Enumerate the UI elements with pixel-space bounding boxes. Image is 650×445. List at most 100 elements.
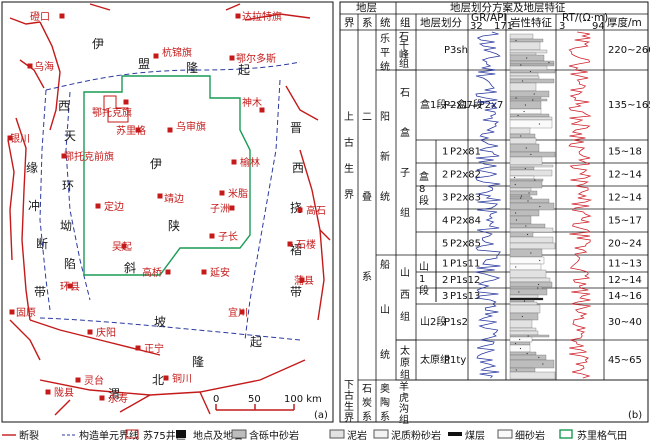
region-char-tianhuan2: 环 bbox=[62, 179, 74, 193]
place-marker-dingbian bbox=[95, 203, 101, 209]
header-rt-min: 3 bbox=[559, 21, 565, 32]
region-char-xiyuan3: 冲 bbox=[28, 198, 40, 213]
place-marker-shilou bbox=[287, 241, 293, 247]
region-char-tianhuan4: 陷 bbox=[64, 256, 76, 271]
row-thickness-r_shan2: 30~40 bbox=[608, 317, 642, 328]
row-thickness-r_he8_1: 15~18 bbox=[608, 147, 642, 158]
region-char-xiyuan2: 缘 bbox=[26, 161, 38, 175]
vertical-labels: 上古生界下古生界二叠系石炭系奥陶系乐平统阳新统船山统石千峰组石盒子组山西组太原组… bbox=[344, 32, 429, 426]
place-name-gaoshi: 高石 bbox=[306, 204, 326, 217]
place-name-yanan: 延安 bbox=[210, 266, 230, 279]
header-jie: 界 bbox=[344, 17, 355, 29]
legend-item-gasfield: 苏里格气田 bbox=[559, 429, 627, 442]
place-marker-gaoshi bbox=[297, 207, 303, 213]
place-marker-yongshou bbox=[99, 395, 105, 401]
legend-symbol-fine_sand bbox=[497, 429, 513, 439]
lithology-column bbox=[509, 33, 556, 380]
scale-tick-100: 100 km bbox=[284, 394, 322, 405]
legend-label-boundary: 构造单元界线 bbox=[79, 429, 139, 442]
place-name-yichuan: 宜川 bbox=[228, 306, 248, 319]
tong-chuanshan: 船山统 bbox=[380, 258, 390, 361]
row-division-r_taiyuan: 太原组 bbox=[420, 353, 450, 366]
place-name-dalate: 达拉特旗 bbox=[242, 10, 282, 23]
legend-symbol-gasfield bbox=[559, 429, 573, 439]
xi-ordovician: 奥陶系 bbox=[380, 382, 390, 423]
row-code-r_he8_5: P2x85 bbox=[450, 239, 481, 250]
place-marker-guyuan bbox=[9, 309, 15, 315]
region-char-xiyuan4: 断 bbox=[36, 236, 48, 251]
legend-label-gasfield: 苏里格气田 bbox=[577, 429, 627, 442]
row-division-r_he1_7: 盒1段—盒7段 bbox=[420, 98, 483, 111]
place-name-lingtai: 灵台 bbox=[84, 374, 104, 387]
fault-lines bbox=[7, 3, 331, 416]
row-code-r_he8_2: P2x82 bbox=[450, 170, 481, 181]
place-name-longxian: 陇县 bbox=[54, 386, 74, 399]
region-char-yishan4: 坡 bbox=[154, 315, 166, 329]
row-division-r_he8_1: 1 bbox=[442, 147, 448, 158]
row-division-r_he8_2: 2 bbox=[442, 170, 448, 181]
zu-shihezi: 石盒子组 bbox=[400, 88, 410, 219]
region-labels: 伊盟隆起西缘冲断带天环坳陷伊陕斜坡晋西挠褶带渭北隆起 bbox=[26, 37, 304, 401]
place-name-huanxian: 环县 bbox=[60, 281, 80, 293]
place-name-tongchuan: 铜川 bbox=[172, 373, 192, 385]
place-name-guyuan: 固原 bbox=[16, 307, 36, 319]
scale-tick-0: 0 bbox=[213, 394, 219, 405]
place-name-shenmu: 神木 bbox=[242, 96, 262, 109]
legend-label-coal: 煤层 bbox=[465, 429, 485, 442]
row-division-r_shan2: 山2段 bbox=[420, 315, 446, 328]
region-char-yimeng2: 盟 bbox=[138, 57, 150, 71]
header-thickness: 厚度/m bbox=[607, 16, 642, 29]
table-grid bbox=[340, 2, 648, 422]
place-marker-longxian bbox=[45, 389, 51, 395]
place-name-jingbian: 靖边 bbox=[164, 192, 184, 205]
map-panel-label: (a) bbox=[314, 410, 328, 421]
legend-symbol-coal bbox=[448, 432, 462, 436]
place-name-gaoqiao: 高桥 bbox=[142, 266, 162, 279]
place-marker-yinchuan bbox=[7, 135, 13, 141]
header-rt-max: 94 bbox=[592, 21, 605, 32]
place-name-shilou: 石楼 bbox=[296, 238, 316, 251]
place-marker-wushen bbox=[167, 127, 173, 133]
region-char-yishan2: 陕 bbox=[168, 218, 180, 233]
header-gr-max: 171 bbox=[494, 21, 513, 32]
row-thickness-r_he8_4: 15~17 bbox=[608, 216, 642, 227]
tong-yangxin: 阳新统 bbox=[380, 111, 390, 203]
place-name-zichang: 子长 bbox=[218, 231, 238, 243]
header-division: 地层划分 bbox=[420, 16, 462, 29]
legend-label-fault: 断裂 bbox=[19, 429, 39, 442]
region-char-xiyuan1: 西 bbox=[58, 99, 70, 113]
place-name-wuqi: 吴起 bbox=[112, 241, 132, 253]
place-marker-zizhou bbox=[229, 205, 235, 211]
place-name-hangjin: 杭锦旗 bbox=[162, 46, 192, 59]
region-char-jinxi1: 晋 bbox=[290, 121, 302, 135]
place-name-puxian: 蒲县 bbox=[294, 274, 314, 287]
place-marker-jingbian bbox=[157, 193, 163, 199]
tong-leping: 乐平统 bbox=[380, 33, 390, 73]
place-name-zizhou: 子洲 bbox=[210, 203, 230, 215]
place-marker-tongchuan bbox=[163, 375, 169, 381]
legend-label-pebbly: 含砾中砂岩 bbox=[249, 429, 299, 442]
place-name-wuhai: 乌海 bbox=[34, 60, 54, 73]
header-gr-min: 32 bbox=[470, 21, 483, 32]
legend-item-pebbly: 含砾中砂岩 bbox=[231, 429, 299, 442]
row-code-r_shan1_3: P1s13 bbox=[450, 291, 480, 302]
row-code-r_he8_1: P2x81 bbox=[450, 147, 481, 158]
zu-taiyuan: 太原组 bbox=[400, 344, 410, 381]
place-name-dingbian: 定边 bbox=[104, 200, 124, 213]
region-char-yishan1: 伊 bbox=[150, 157, 162, 171]
place-name-etuokeqian: 鄂托克前旗 bbox=[64, 150, 114, 163]
scale-bar: 0 50 100 km bbox=[213, 394, 322, 411]
place-marker-gaoqiao bbox=[165, 269, 171, 275]
place-marker-yanan bbox=[201, 269, 207, 275]
legend-item-fault: 断裂 bbox=[2, 429, 39, 442]
scale-tick-50: 50 bbox=[248, 394, 261, 405]
place-marker-mizhi bbox=[219, 190, 225, 196]
place-marker-lingtai bbox=[75, 377, 81, 383]
header-scheme: 地层划分方案及地层特征 bbox=[450, 1, 566, 14]
place-marker-zhengning bbox=[135, 345, 141, 351]
place-marker-yulin bbox=[231, 159, 237, 165]
row-division-r_shan1_1: 1 bbox=[442, 259, 448, 270]
row-division-r_he8_3: 3 bbox=[442, 193, 448, 204]
